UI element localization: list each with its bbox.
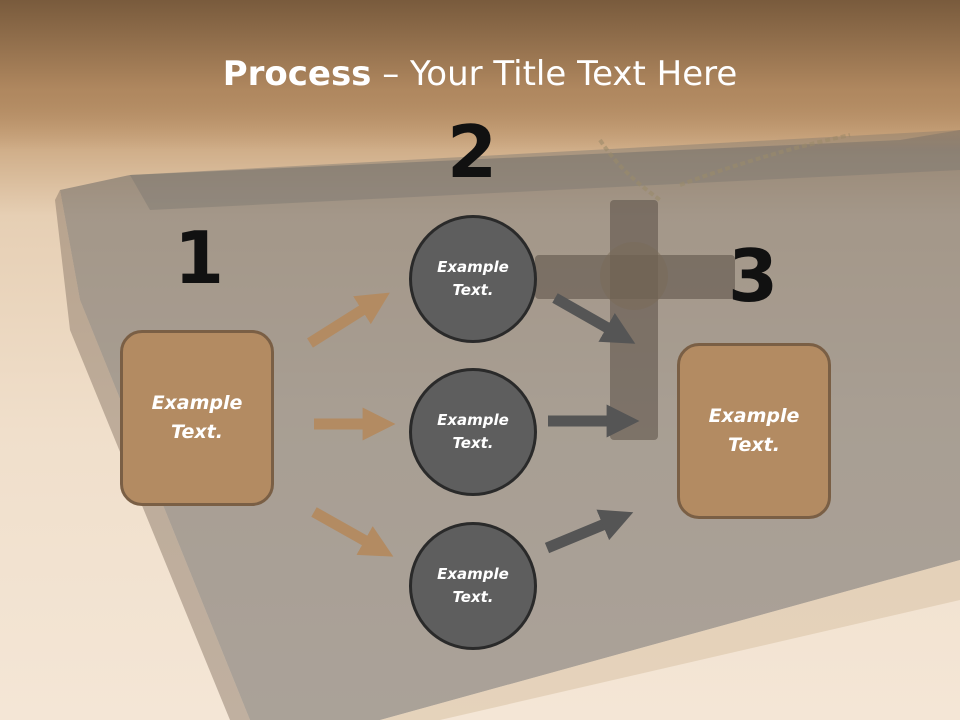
- title-bold: Process: [222, 54, 372, 94]
- step-number-2: 2: [446, 110, 498, 194]
- circle-middle-label: Example Text.: [437, 411, 509, 452]
- circle-bottom-label: Example Text.: [437, 565, 509, 606]
- arrow-circle-3-to-3: [544, 509, 634, 554]
- step-box-3[interactable]: Example Text.: [677, 343, 831, 519]
- circle-top-label: Example Text.: [437, 258, 509, 299]
- arrow-circle-1-to-3: [552, 293, 636, 344]
- circle-middle[interactable]: Example Text.: [409, 368, 537, 496]
- arrow-1-to-circle-1: [307, 292, 390, 348]
- step-box-1[interactable]: Example Text.: [120, 330, 274, 506]
- step-box-3-label: Example Text.: [708, 405, 800, 456]
- title-rest: – Your Title Text Here: [371, 54, 738, 94]
- step-number-3: 3: [727, 234, 779, 318]
- step-box-1-label: Example Text.: [151, 392, 243, 443]
- arrow-1-to-circle-3: [311, 507, 394, 557]
- circle-bottom[interactable]: Example Text.: [409, 522, 537, 650]
- step-number-1: 1: [173, 216, 225, 300]
- title-bar: [0, 0, 960, 150]
- circle-top[interactable]: Example Text.: [409, 215, 537, 343]
- slide-title[interactable]: Process – Your Title Text Here: [0, 52, 960, 96]
